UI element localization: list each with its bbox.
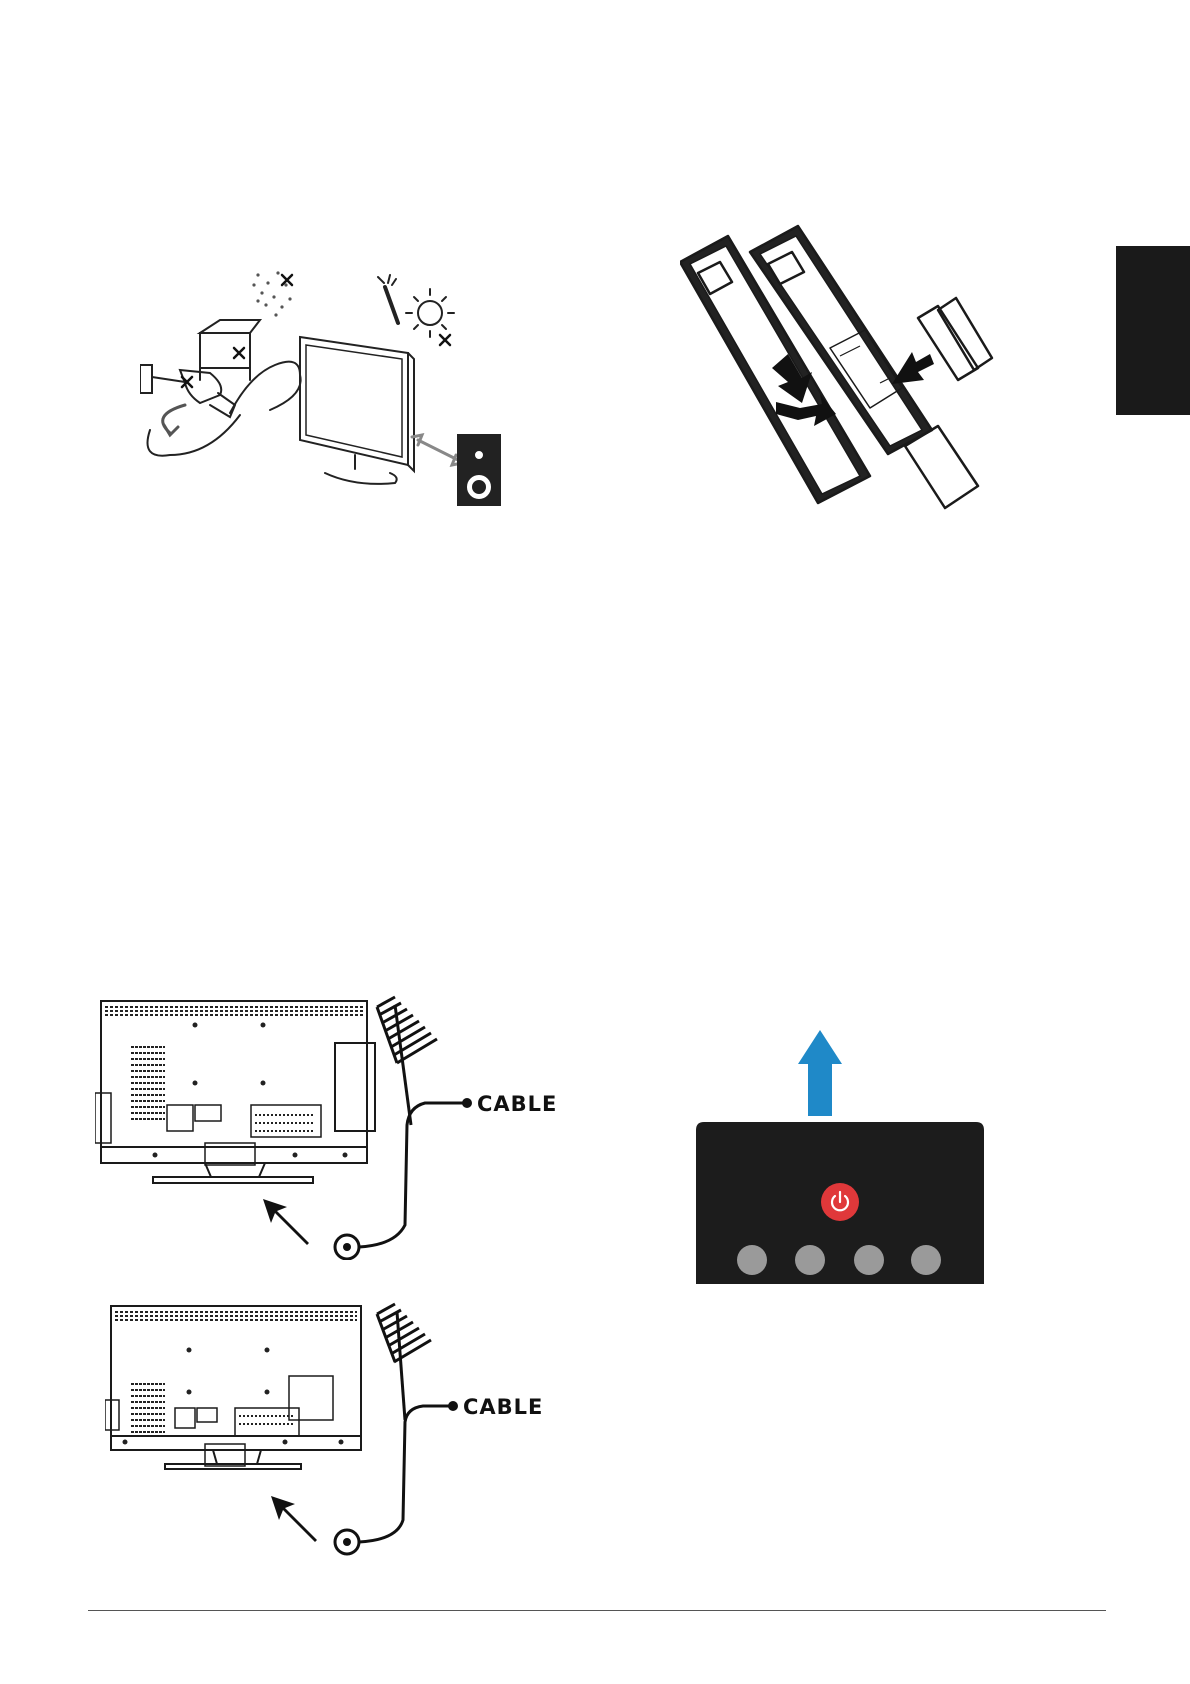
antenna-icon — [377, 997, 437, 1125]
antenna-connection-bottom: CABLE — [105, 1300, 595, 1565]
tv-side-box — [335, 1043, 375, 1131]
battery-cover-icon — [905, 426, 978, 508]
sun-icon — [418, 301, 442, 325]
antenna-icon — [377, 1304, 431, 1420]
antenna-connection-top: CABLE — [95, 995, 595, 1260]
connection-arrow — [263, 1199, 309, 1245]
connection-arrow — [271, 1496, 317, 1542]
footer-divider — [88, 1610, 1106, 1611]
cable-label-bottom: CABLE — [463, 1395, 543, 1419]
safety-warnings-illustration — [140, 255, 525, 530]
remote-battery-illustration — [680, 218, 1000, 523]
blue-up-arrow-icon — [798, 1030, 842, 1116]
section-tab-marker — [1116, 246, 1190, 415]
battery-icon — [918, 306, 978, 380]
tv-power-panel-illustration — [690, 1030, 990, 1285]
tv-rear-panel — [111, 1306, 361, 1450]
panel-button-2[interactable] — [795, 1245, 825, 1275]
panel-button-3[interactable] — [854, 1245, 884, 1275]
panel-button-1[interactable] — [737, 1245, 767, 1275]
warning-x-marks — [182, 275, 450, 387]
panel-button-4[interactable] — [911, 1245, 941, 1275]
cable-label-top: CABLE — [477, 1092, 557, 1116]
wall-socket-icon — [140, 365, 152, 393]
